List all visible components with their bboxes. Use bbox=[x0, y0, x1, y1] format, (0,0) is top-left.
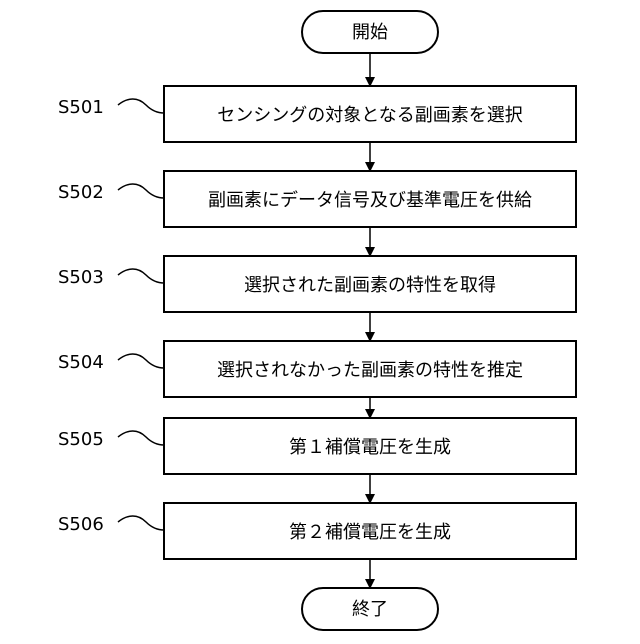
step-id: S501 bbox=[58, 97, 104, 118]
step-s503: 選択された副画素の特性を取得 S503 bbox=[58, 256, 576, 312]
end-terminator: 終了 bbox=[302, 588, 438, 630]
leader-line bbox=[118, 269, 164, 283]
step-label: 第１補償電圧を生成 bbox=[289, 437, 451, 458]
step-label: センシングの対象となる副画素を選択 bbox=[217, 105, 522, 126]
step-s505: 第１補償電圧を生成 S505 bbox=[58, 418, 576, 474]
leader-line bbox=[118, 516, 164, 530]
step-s504: 選択されなかった副画素の特性を推定 S504 bbox=[58, 341, 576, 397]
step-id: S504 bbox=[58, 352, 104, 373]
step-id: S503 bbox=[58, 267, 104, 288]
start-terminator: 開始 bbox=[302, 11, 438, 53]
step-id: S502 bbox=[58, 182, 104, 203]
end-label: 終了 bbox=[352, 599, 388, 620]
step-id: S505 bbox=[58, 429, 104, 450]
leader-line bbox=[118, 184, 164, 198]
step-s501: センシングの対象となる副画素を選択 S501 bbox=[58, 86, 576, 142]
leader-line bbox=[118, 354, 164, 368]
step-s502: 副画素にデータ信号及び基準電圧を供給 S502 bbox=[58, 171, 576, 227]
leader-line bbox=[118, 431, 164, 445]
step-label: 第２補償電圧を生成 bbox=[289, 522, 451, 543]
step-label: 選択された副画素の特性を取得 bbox=[244, 275, 496, 296]
step-label: 副画素にデータ信号及び基準電圧を供給 bbox=[208, 190, 532, 211]
step-label: 選択されなかった副画素の特性を推定 bbox=[217, 360, 523, 381]
step-s506: 第２補償電圧を生成 S506 bbox=[58, 503, 576, 559]
step-id: S506 bbox=[58, 514, 104, 535]
leader-line bbox=[118, 99, 164, 113]
start-label: 開始 bbox=[352, 22, 388, 43]
